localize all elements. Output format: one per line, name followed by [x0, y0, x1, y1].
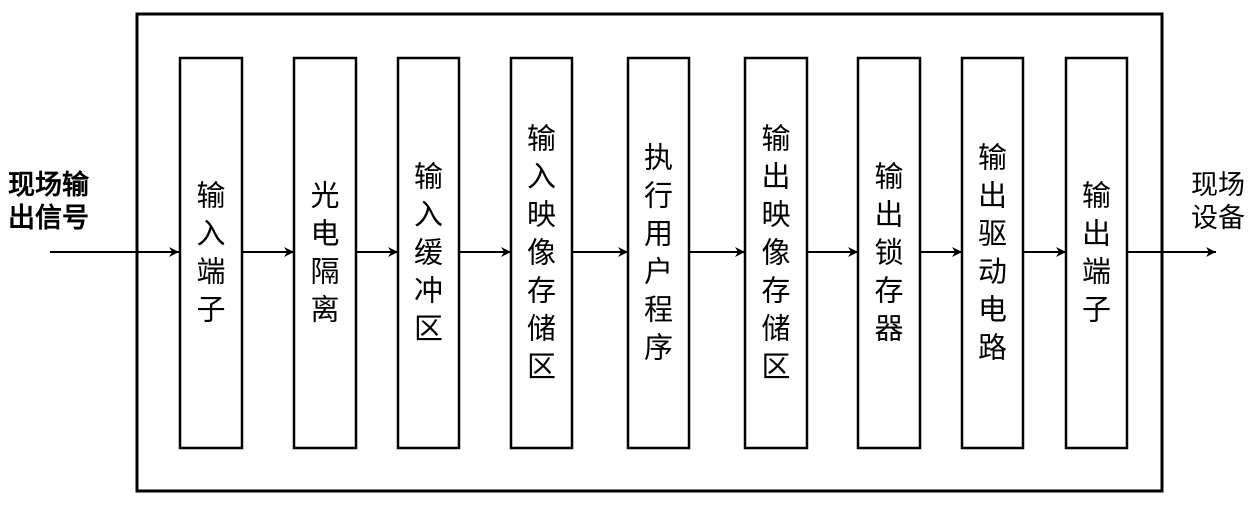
stage-optical-isolation: 光电隔离 — [292, 56, 358, 450]
stage-input-buffer: 输入缓冲区 — [396, 56, 461, 450]
stage-output-image-storage: 输出映像存储区 — [743, 56, 809, 450]
stage-box — [960, 56, 1025, 450]
stage-execute-user-program: 执行用户程序 — [626, 56, 691, 450]
stage-label: 输入映像存储区 — [527, 121, 556, 383]
output-device-label: 现场 设备 — [1191, 170, 1254, 234]
stage-label: 光电隔离 — [310, 178, 339, 326]
stage-label: 输出锁存器 — [874, 159, 903, 345]
stage-label: 执行用户程序 — [644, 140, 673, 364]
stage-label: 输入端子 — [196, 178, 225, 326]
stage-input-image-storage: 输入映像存储区 — [509, 56, 574, 450]
stage-label: 输入缓冲区 — [414, 159, 443, 345]
stage-box — [1064, 56, 1129, 450]
stage-output-terminal: 输出端子 — [1064, 56, 1129, 450]
stage-label: 输出端子 — [1082, 178, 1111, 326]
stage-label: 输出驱动电路 — [978, 140, 1007, 364]
input-signal-label: 现场输 出信号 — [8, 169, 98, 234]
stage-output-driver-circuit: 输出驱动电路 — [960, 56, 1025, 450]
stage-output-latch: 输出锁存器 — [856, 56, 922, 450]
stage-box — [856, 56, 922, 450]
stages-group: 输入端子 光电隔离 输入缓冲区 输入映像存储区 执行用户程序 输出映像存储区 输出锁存器 输出… — [178, 56, 1129, 450]
stage-box — [178, 56, 244, 450]
stage-box — [292, 56, 358, 450]
stage-label: 输出映像存储区 — [761, 121, 790, 383]
stage-input-terminal: 输入端子 — [178, 56, 244, 450]
stage-box — [626, 56, 691, 450]
